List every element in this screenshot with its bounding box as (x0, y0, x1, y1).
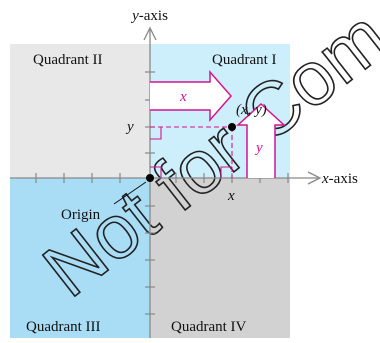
right-angle-marks (150, 127, 232, 178)
guide-lines (150, 126, 233, 178)
x-direction-arrow (150, 70, 232, 122)
y-axis-label: y-axis (130, 8, 168, 24)
y-direction-arrow (236, 102, 286, 178)
x-axis-label: x-axis (321, 171, 358, 187)
y-coordinate-label: y (125, 119, 134, 135)
origin-label: Origin (61, 207, 101, 223)
quadrant-2-region (10, 44, 150, 178)
quadrant-1-label: Quadrant I (212, 52, 277, 68)
origin-dot (146, 174, 154, 182)
x-arrow-label: x (179, 89, 187, 105)
x-coordinate-label: x (227, 188, 235, 204)
quadrant-4-label: Quadrant IV (171, 319, 247, 335)
quadrant-4-region (150, 178, 290, 338)
origin-pointer (113, 181, 147, 205)
point-xy-label: (x, y) (236, 102, 267, 118)
quadrant-3-label: Quadrant III (26, 319, 101, 335)
point-xy-dot (228, 123, 236, 131)
quadrant-3-region (10, 178, 150, 338)
quadrant-2-label: Quadrant II (33, 52, 103, 68)
y-axis-line (143, 26, 157, 338)
y-arrow-label: y (254, 140, 263, 156)
